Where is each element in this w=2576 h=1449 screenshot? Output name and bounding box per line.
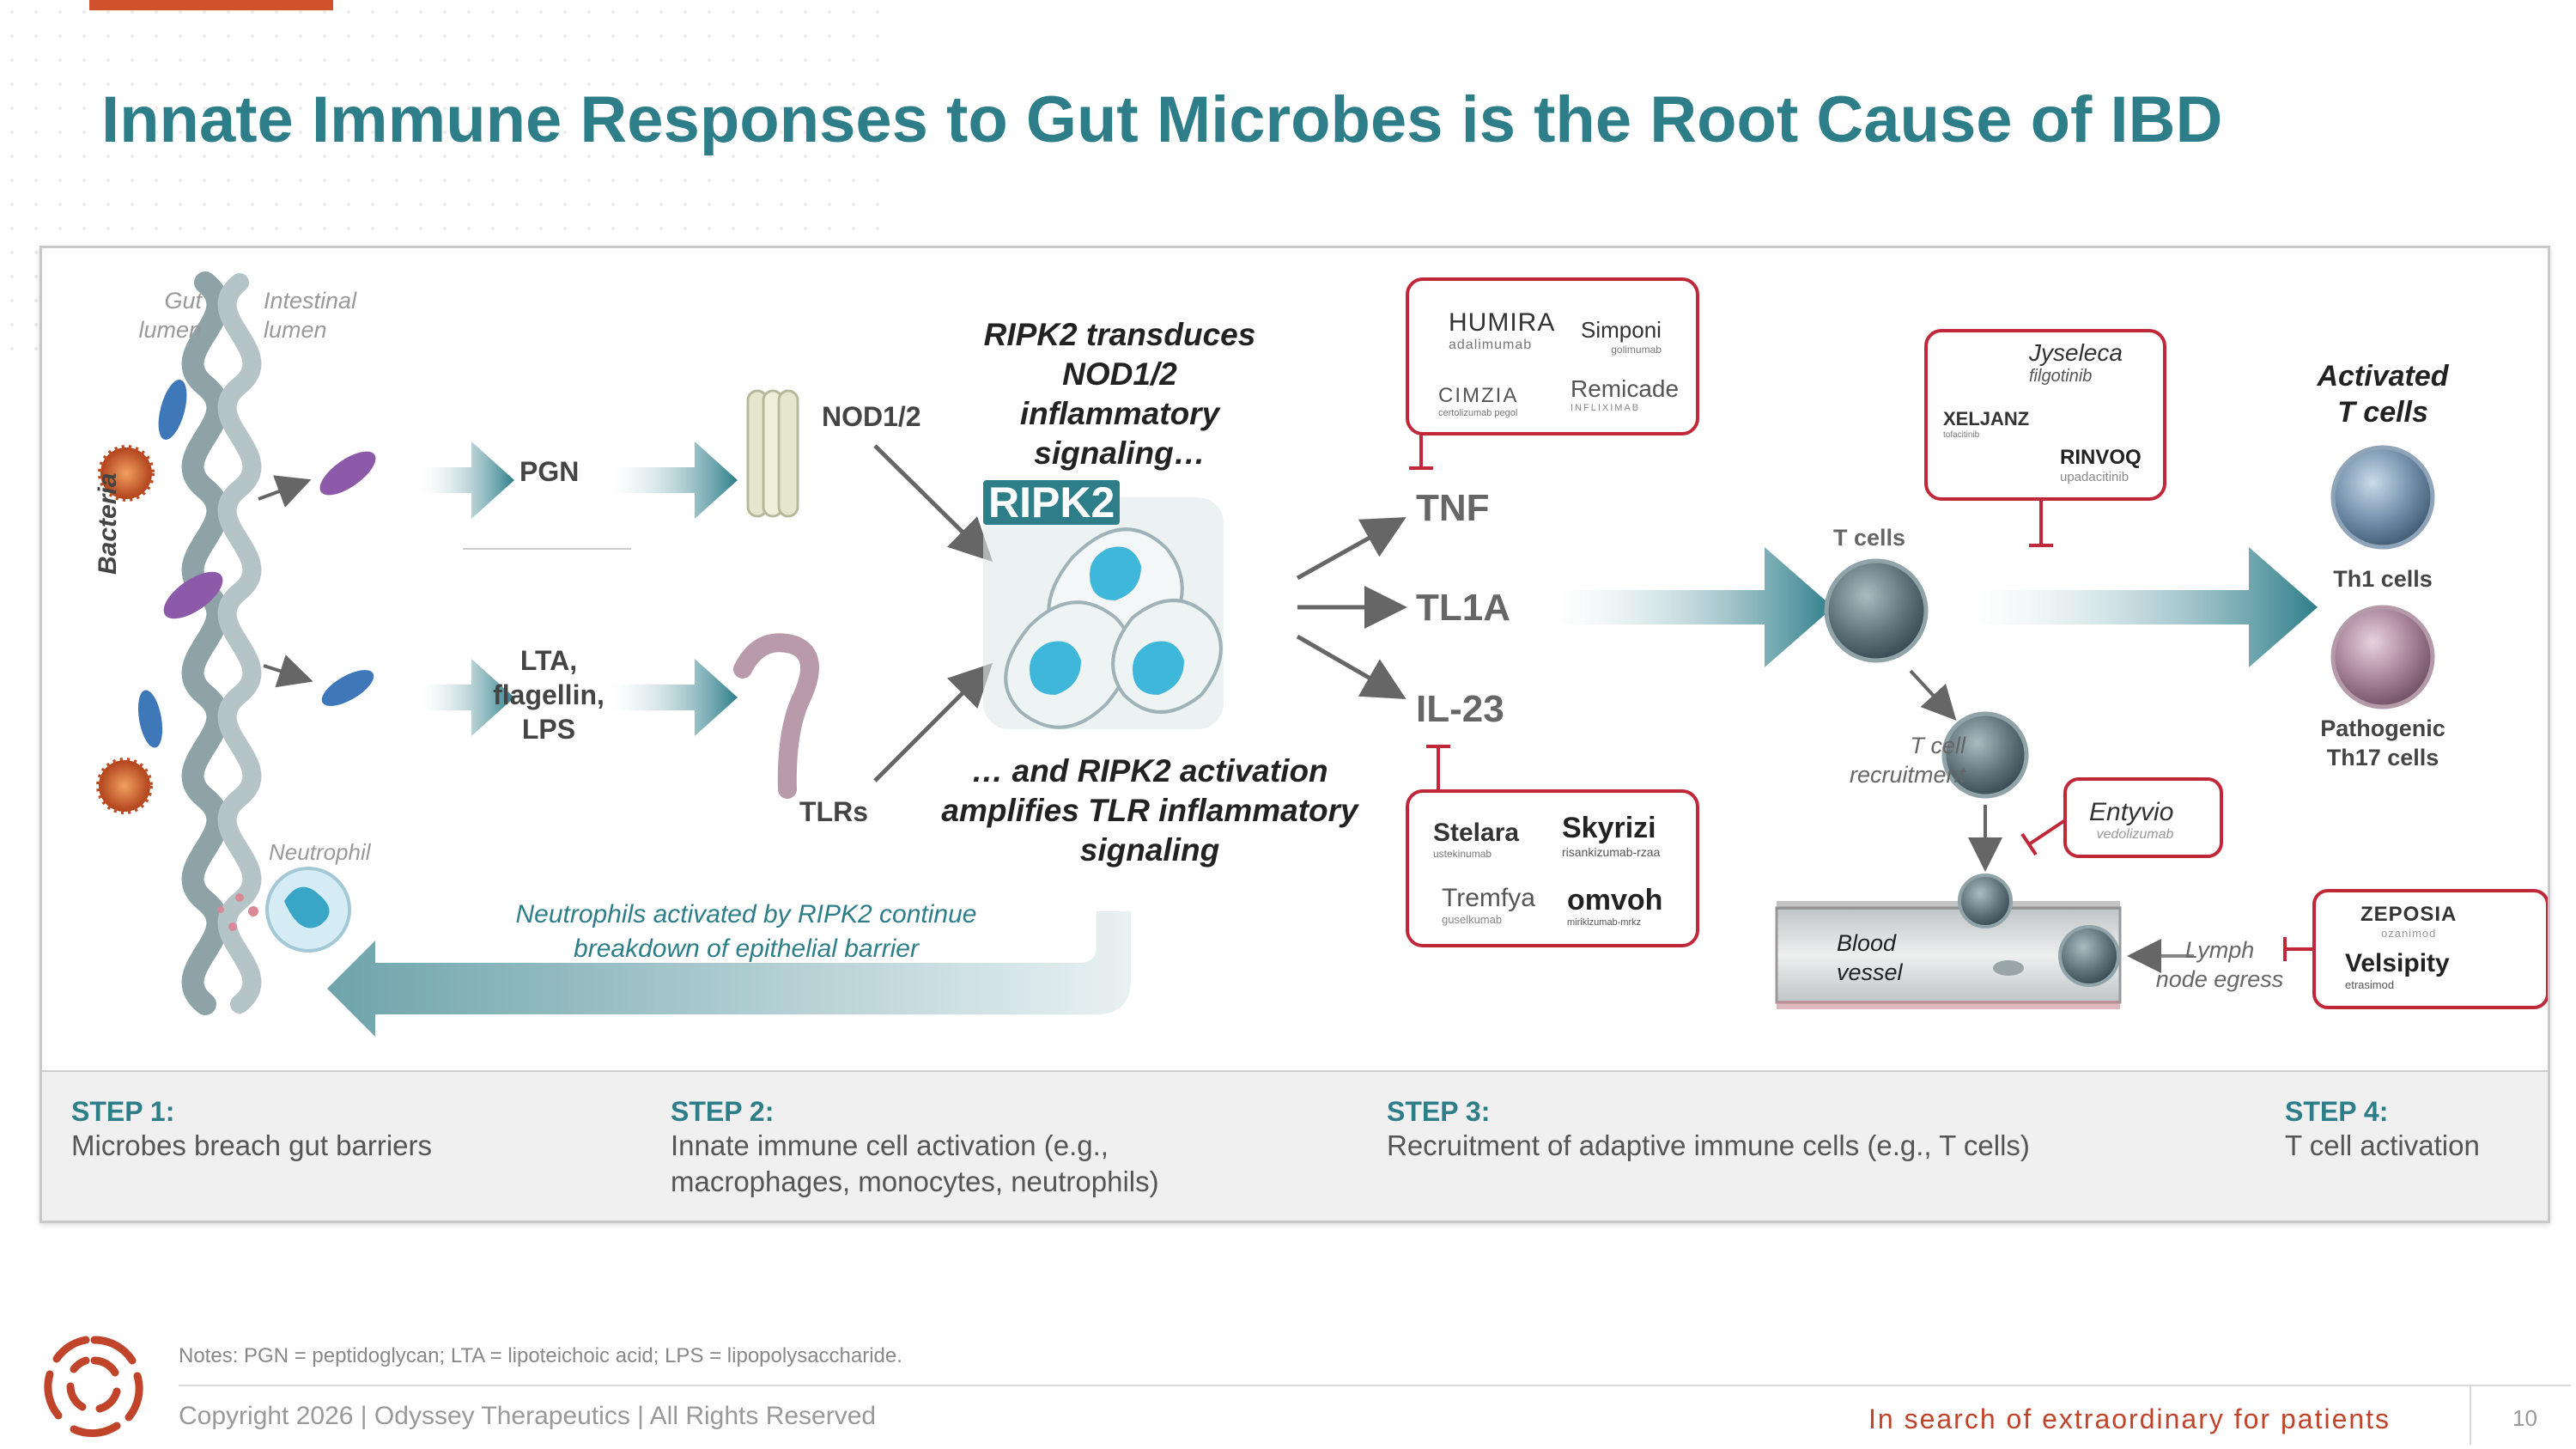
skyrizi-logo: Skyrizi risankizumab-rzaa	[1562, 812, 1661, 859]
pgn-label: PGN	[519, 456, 580, 487]
step-4: STEP 4: T cell activation	[2285, 1096, 2480, 1164]
step-4-heading: STEP 4:	[2285, 1096, 2389, 1127]
neutrophil-label: Neutrophil	[269, 839, 371, 865]
step-2: STEP 2: Innate immune cell activation (e…	[671, 1096, 1159, 1200]
tnf-label: TNF	[1416, 487, 1490, 529]
il23-drugs-box	[1406, 789, 1699, 947]
ripk2-protein-icon	[983, 497, 1224, 729]
t-cells-label: T cells	[1833, 525, 1906, 551]
tagline: In search of extraordinary for patients	[1868, 1403, 2391, 1434]
il23-label: IL-23	[1416, 688, 1504, 730]
zeposia-logo: ZEPOSIA ozanimod	[2360, 903, 2458, 940]
step-1-text: Microbes breach gut barriers	[71, 1129, 433, 1161]
humira-logo: HUMIRA adalimumab	[1449, 308, 1556, 352]
step-1: STEP 1: Microbes breach gut barriers	[71, 1096, 432, 1164]
footer-divider	[179, 1385, 2571, 1386]
copyright: Copyright 2026 | Odyssey Therapeutics | …	[179, 1402, 877, 1430]
tremfya-logo: Tremfya guselkumab	[1442, 884, 1535, 926]
slide-title: Innate Immune Responses to Gut Microbes …	[101, 83, 2223, 156]
step-1-heading: STEP 1:	[71, 1096, 175, 1127]
step-2-heading: STEP 2:	[671, 1096, 775, 1127]
th17-cell-icon	[2330, 605, 2435, 709]
neutrophil-icon	[217, 867, 351, 953]
rinvoq-logo: RINVOQ upadacitinib	[2060, 446, 2142, 484]
t-cell-icon	[1824, 558, 1929, 663]
jak-drugs-box	[1924, 329, 2166, 501]
footer-separator	[2470, 1385, 2471, 1445]
jyseleca-logo: Jyseleca filgotinib	[2029, 339, 2123, 386]
blood-vessel-icon	[1775, 874, 2122, 1009]
step-3: STEP 3: Recruitment of adaptive immune c…	[1387, 1096, 2030, 1164]
odyssey-logo-icon	[44, 1336, 143, 1438]
ibd-pathway-diagram	[96, 271, 2548, 1037]
tlrs-label: TLRs	[799, 796, 868, 827]
xeljanz-logo: XELJANZ tofacitinib	[1943, 408, 2030, 440]
lta-label: LTA,flagellin,LPS	[493, 645, 605, 745]
entyvio-box	[2063, 777, 2223, 858]
tl1a-label: TL1A	[1416, 587, 1510, 629]
omvoh-logo: omvoh mirikizumab-mrkz	[1567, 884, 1663, 928]
bacteria-icon	[96, 380, 376, 814]
footnote: Notes: PGN = peptidoglycan; LTA = lipote…	[179, 1344, 902, 1367]
step-4-text: T cell activation	[2285, 1129, 2480, 1161]
bacteria-label: Bacteria	[94, 472, 122, 575]
stelara-logo: Stelara ustekinumab	[1433, 819, 1520, 860]
step-3-heading: STEP 3:	[1387, 1096, 1491, 1127]
velsipity-logo: Velsipity etrasimod	[2345, 949, 2450, 991]
th1-cell-icon	[2330, 445, 2435, 550]
ripk2-label: RIPK2	[983, 480, 1121, 525]
page-number: 10	[2512, 1405, 2537, 1431]
entyvio-logo: Entyvio vedolizumab	[2089, 798, 2174, 842]
simponi-logo: Simponi golimumab	[1581, 317, 1662, 356]
cimzia-logo: CIMZIA certolizumab pegol	[1438, 384, 1519, 418]
step-2-text-line-1: Innate immune cell activation (e.g.,	[671, 1129, 1109, 1161]
nod-receptor-icon	[746, 389, 799, 518]
epithelium-icon	[181, 271, 262, 1015]
nod-label: NOD1/2	[822, 401, 921, 432]
step-3-text: Recruitment of adaptive immune cells (e.…	[1387, 1129, 2030, 1161]
t-cell-recruited-icon	[1941, 711, 2029, 799]
remicade-logo: Remicade INFLIXIMAB	[1571, 375, 1680, 413]
accent-bar	[89, 0, 333, 10]
step-2-text-line-2: macrophages, monocytes, neutrophils)	[671, 1166, 1159, 1197]
th1-label: Th1 cells	[2333, 566, 2433, 592]
tlr-receptor-icon	[733, 633, 819, 799]
tnf-drugs-box	[1406, 277, 1699, 435]
steps-bar: STEP 1: Microbes breach gut barriers STE…	[42, 1070, 2548, 1221]
